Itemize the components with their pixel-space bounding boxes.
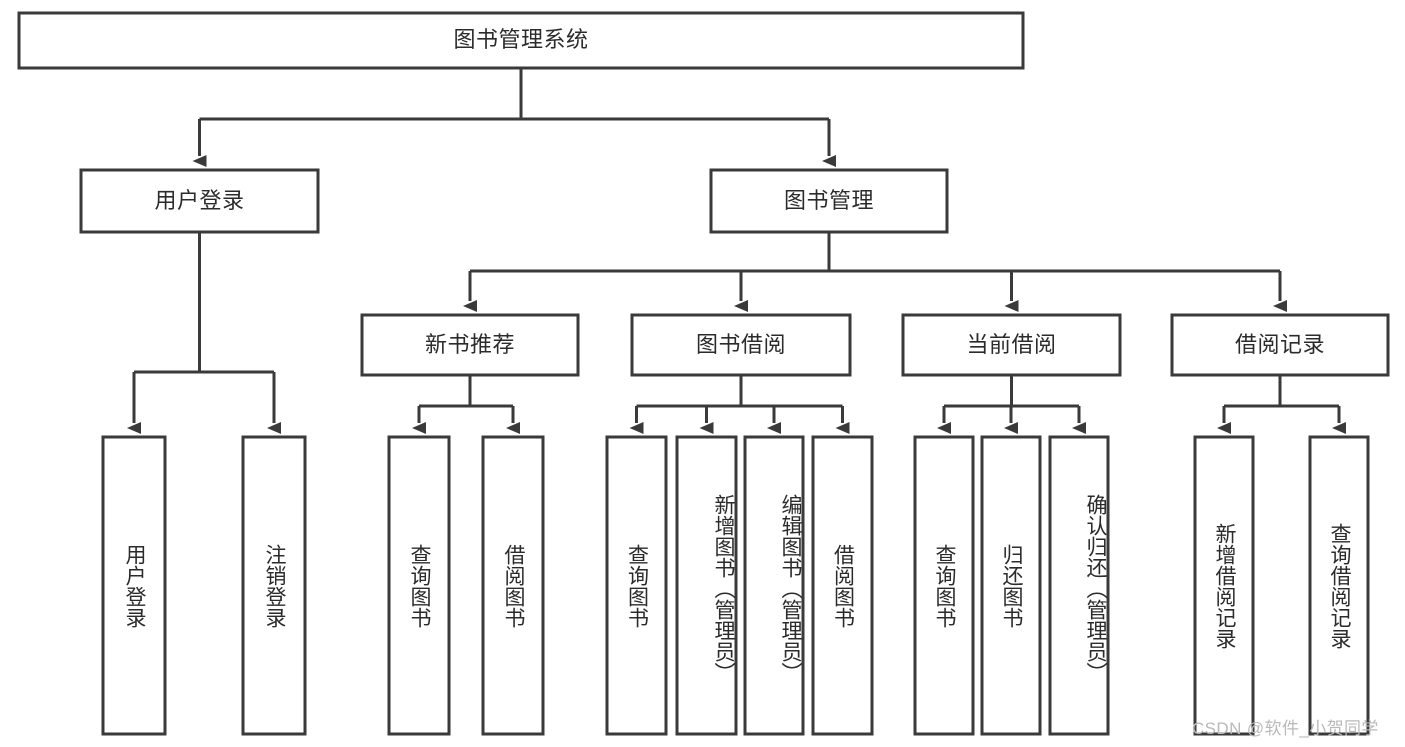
node-box-leaf-query-book-cur xyxy=(913,435,975,736)
node-box-leaf-confirm-return-admin xyxy=(1048,435,1110,736)
node-box-leaf-user-login xyxy=(101,435,167,736)
node-box-leaf-query-book-rec xyxy=(387,435,451,736)
watermark-text: CSDN @软件_小贺同学 xyxy=(1192,719,1379,738)
node-box-user-login xyxy=(79,168,320,234)
box-layer xyxy=(17,11,1390,736)
node-box-leaf-logout xyxy=(241,435,307,736)
node-box-leaf-borrow-book-rec xyxy=(481,435,545,736)
node-box-book-manage xyxy=(709,168,949,234)
node-box-new-book-recommend xyxy=(360,313,580,377)
node-box-leaf-add-borrow-record xyxy=(1193,435,1255,736)
node-box-current-borrow xyxy=(901,313,1122,377)
node-box-root xyxy=(17,11,1025,70)
connector-layer xyxy=(127,68,1346,434)
node-box-leaf-borrow-book xyxy=(811,435,874,736)
node-box-leaf-edit-book-admin xyxy=(743,435,805,736)
node-box-leaf-return-book xyxy=(980,435,1042,736)
node-box-borrow-record xyxy=(1170,313,1390,377)
node-box-leaf-query-borrow-record xyxy=(1308,435,1370,736)
node-box-leaf-add-book-admin xyxy=(675,435,738,736)
node-box-book-borrow xyxy=(630,313,852,377)
node-box-leaf-query-book xyxy=(605,435,668,736)
